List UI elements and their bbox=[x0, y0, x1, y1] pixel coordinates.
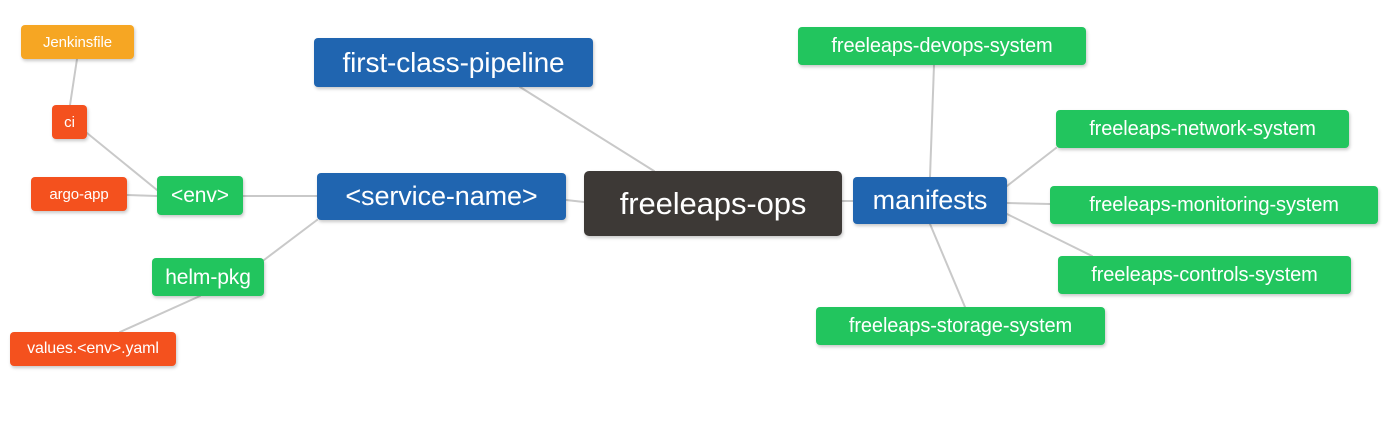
node-label: helm-pkg bbox=[165, 265, 251, 289]
node-manifests[interactable]: manifests bbox=[853, 177, 1007, 224]
edge-service-name-to-freeleaps-ops bbox=[565, 199, 585, 203]
node-freeleaps-ops[interactable]: freeleaps-ops bbox=[584, 171, 842, 236]
node-first-class-pipeline[interactable]: first-class-pipeline bbox=[314, 38, 593, 87]
edge-jenkinsfile-to-ci bbox=[69, 58, 78, 106]
edge-helm-pkg-to-values-env-yaml bbox=[119, 295, 201, 333]
node-jenkinsfile[interactable]: Jenkinsfile bbox=[21, 25, 134, 59]
node-freeleaps-network-system[interactable]: freeleaps-network-system bbox=[1056, 110, 1349, 148]
node-values-env-yaml[interactable]: values.<env>.yaml bbox=[10, 332, 176, 366]
node-label: <service-name> bbox=[345, 181, 538, 211]
node-label: first-class-pipeline bbox=[342, 46, 565, 78]
node-label: Jenkinsfile bbox=[43, 33, 112, 51]
edge-manifests-to-freeleaps-network-system bbox=[1006, 147, 1057, 187]
node-ci[interactable]: ci bbox=[52, 105, 87, 139]
node-label: argo-app bbox=[49, 185, 109, 203]
node-freeleaps-controls-system[interactable]: freeleaps-controls-system bbox=[1058, 256, 1351, 294]
node-label: freeleaps-devops-system bbox=[831, 35, 1053, 57]
node-freeleaps-storage-system[interactable]: freeleaps-storage-system bbox=[816, 307, 1105, 345]
node-label: freeleaps-network-system bbox=[1089, 118, 1316, 140]
node-label: freeleaps-storage-system bbox=[848, 315, 1073, 337]
node-label: ci bbox=[64, 113, 75, 131]
node-env[interactable]: <env> bbox=[157, 176, 243, 215]
node-freeleaps-monitoring-system[interactable]: freeleaps-monitoring-system bbox=[1050, 186, 1378, 224]
node-label: freeleaps-controls-system bbox=[1091, 264, 1318, 286]
node-helm-pkg[interactable]: helm-pkg bbox=[152, 258, 264, 296]
node-service-name[interactable]: <service-name> bbox=[317, 173, 566, 220]
node-freeleaps-devops-system[interactable]: freeleaps-devops-system bbox=[798, 27, 1086, 65]
node-label: freeleaps-ops bbox=[619, 186, 807, 221]
node-label: values.<env>.yaml bbox=[27, 340, 159, 357]
edge-first-class-pipeline-to-freeleaps-ops bbox=[519, 86, 655, 172]
node-label: freeleaps-monitoring-system bbox=[1089, 194, 1339, 216]
edge-argo-app-to-env bbox=[126, 194, 158, 197]
node-label: manifests bbox=[872, 185, 988, 215]
edge-manifests-to-freeleaps-storage-system bbox=[929, 223, 966, 308]
edge-manifests-to-freeleaps-monitoring-system bbox=[1006, 202, 1051, 205]
node-argo-app[interactable]: argo-app bbox=[31, 177, 127, 211]
node-label: <env> bbox=[171, 184, 229, 207]
edge-freeleaps-devops-system-to-manifests bbox=[929, 64, 935, 178]
edge-service-name-to-helm-pkg bbox=[263, 219, 318, 261]
